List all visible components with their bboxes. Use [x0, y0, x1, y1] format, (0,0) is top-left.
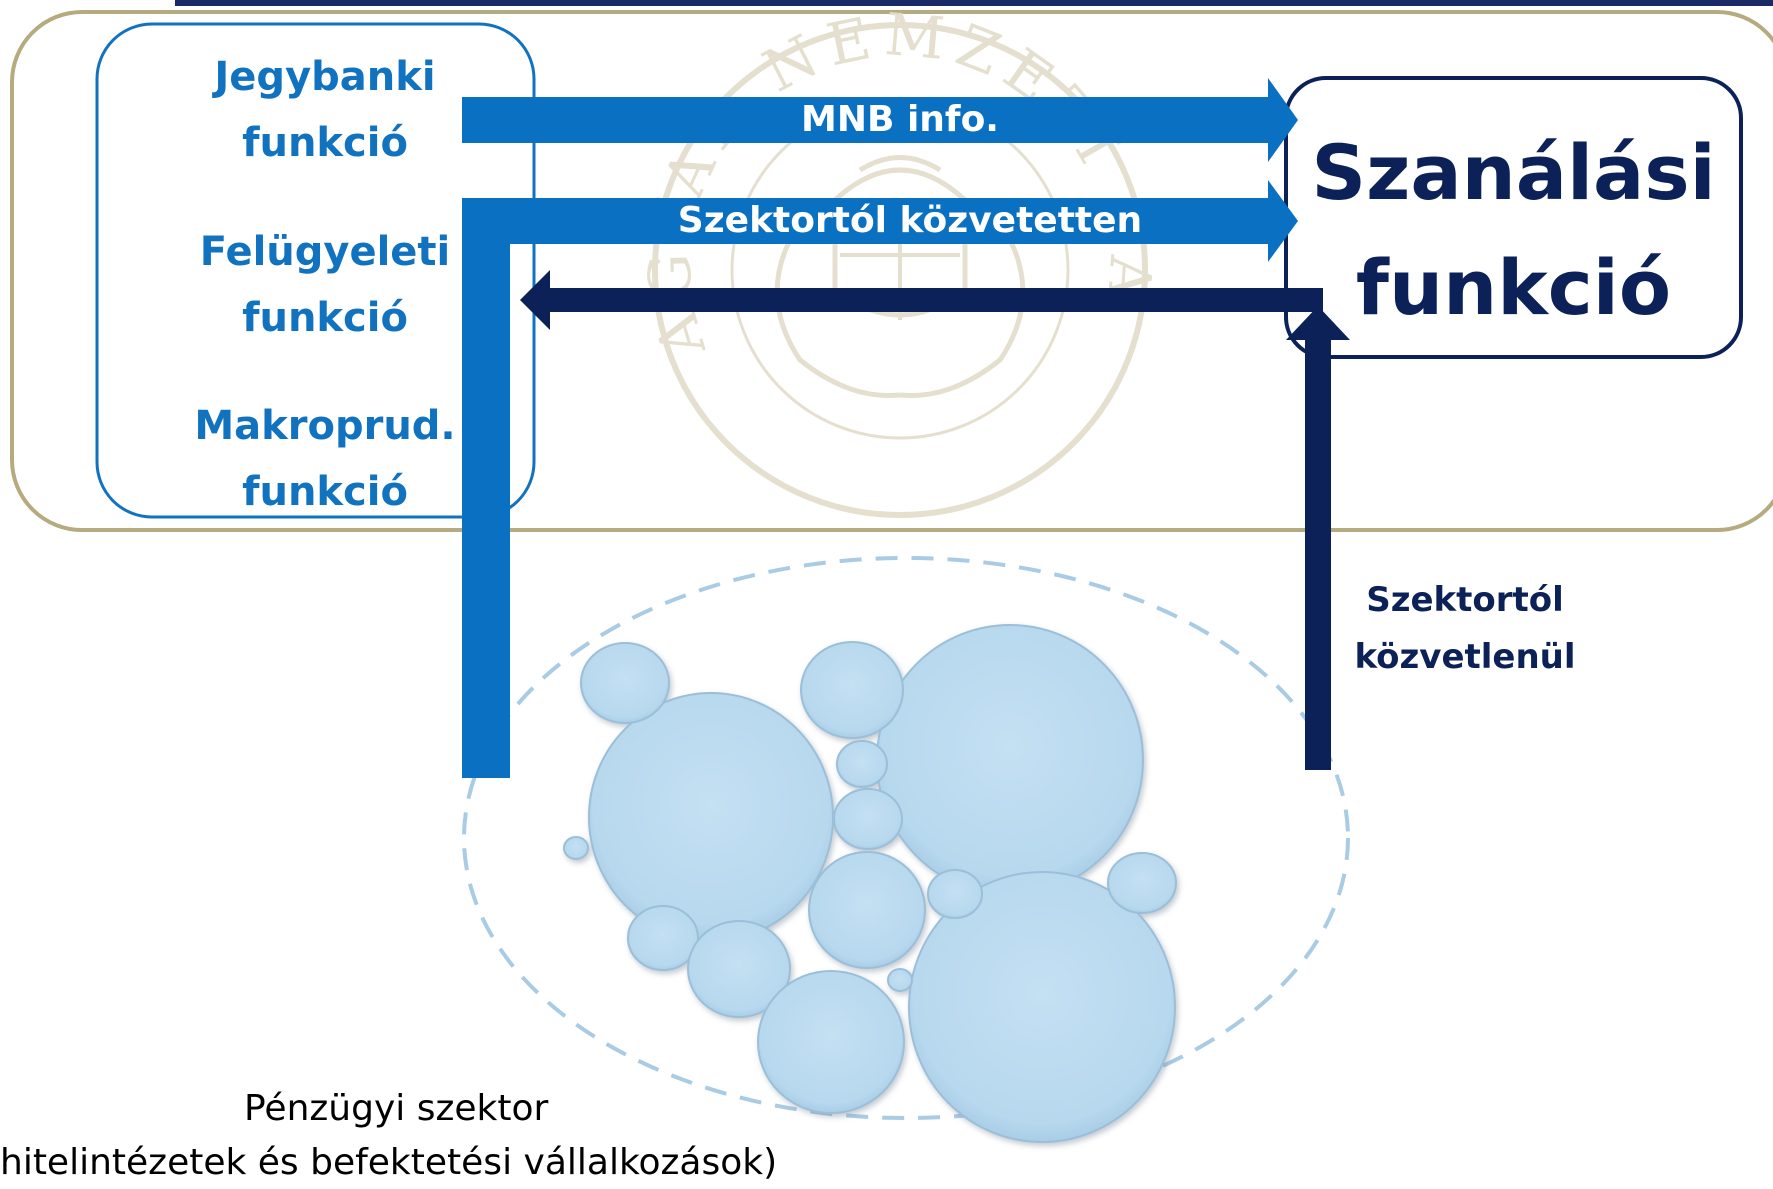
financial-sector-subtitle: hitelintézetek és befektetési vállalkozá… [0, 1142, 778, 1183]
institution-bubble [687, 920, 791, 1018]
financial-sector-boundary [462, 556, 1350, 1120]
institution-bubble [627, 905, 699, 971]
bubble-cluster [563, 624, 1177, 1143]
institution-bubble [833, 788, 903, 850]
institution-bubble [588, 692, 834, 942]
institution-bubble [1107, 852, 1177, 914]
institution-bubble [908, 871, 1176, 1143]
institution-bubble [836, 740, 888, 788]
sector-indirect-arrow [462, 180, 1298, 778]
financial-sector-title: Pénzügyi szektor [244, 1088, 549, 1129]
sector-direct-label: Szektortól közvetlenül [1354, 580, 1576, 677]
institution-bubble [800, 641, 904, 739]
institution-bubble [876, 624, 1144, 896]
institution-bubble [757, 970, 905, 1114]
institution-bubble [927, 869, 983, 919]
sector-direct-arrow [520, 270, 1350, 770]
institution-bubble [808, 851, 926, 969]
institution-bubble [563, 836, 589, 860]
supervisory-function-label: Felügyeleti funkció [199, 229, 451, 341]
outer-frame [10, 10, 1773, 532]
central-bank-seal-icon: MAGYAR NEMZETI BANK [0, 0, 1155, 518]
resolution-function-label: Szanálási funkció [1311, 128, 1716, 332]
left-functions-box [95, 22, 536, 519]
sector-indirect-label: Szektortól közvetetten [677, 200, 1143, 241]
mnb-info-arrow [462, 78, 1298, 162]
central-bank-function-label: Jegybanki funkció [214, 54, 436, 166]
institution-bubble [580, 642, 670, 724]
institution-bubble [887, 968, 913, 992]
macroprudential-function-label: Makroprud. funkció [194, 403, 456, 515]
mnb-info-label: MNB info. [801, 99, 999, 140]
top-rule [175, 0, 1773, 6]
